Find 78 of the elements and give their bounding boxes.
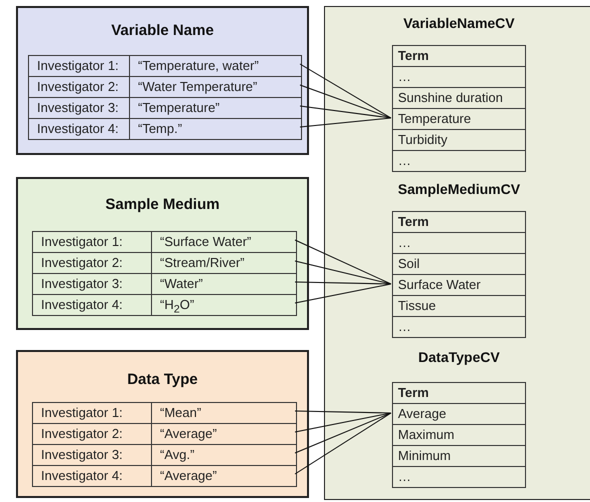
mapping-panel: [16, 350, 309, 498]
term-value: “Avg.”: [159, 446, 196, 464]
term-row: …: [392, 466, 526, 488]
term-value: “Average”: [159, 467, 218, 485]
investigator-label: Investigator 3:: [29, 98, 130, 118]
mapping-row: [32, 465, 297, 487]
term-value: “Stream/River”: [159, 254, 246, 272]
term-row: Average: [392, 403, 526, 425]
investigator-label: Investigator 1:: [33, 232, 152, 252]
mapping-line: [294, 412, 392, 432]
mapping-row: [32, 444, 297, 466]
investigator-label: Investigator 2:: [33, 424, 152, 444]
term-row: Maximum: [392, 424, 526, 446]
term-row: Term: [392, 382, 526, 404]
term-row: Term: [392, 211, 526, 233]
mapping-row: [32, 402, 297, 424]
mapping-line: [300, 64, 392, 118]
mapping-line: [294, 410, 392, 414]
panel-title: Sample Medium: [104, 196, 221, 213]
mapping-line: [294, 282, 392, 284]
mapping-line: [294, 412, 392, 474]
vocabulary-panel: [324, 6, 590, 500]
mapping-line: [294, 260, 392, 284]
investigator-label: Investigator 1:: [33, 403, 152, 423]
term-value: “Temp.”: [137, 120, 184, 138]
investigator-label: Investigator 4:: [29, 119, 130, 139]
term-value: “Water”: [159, 275, 204, 293]
mapping-line: [294, 240, 392, 284]
mapping-row: [32, 294, 297, 316]
term-row: Turbidity: [392, 129, 526, 151]
mapping-row: [28, 76, 302, 98]
term-value: “H$_{2}$O”: [159, 296, 196, 315]
term-row: …: [392, 150, 526, 172]
term-row: Surface Water: [392, 274, 526, 296]
term-value: “Average”: [159, 425, 218, 443]
mapping-row: [32, 273, 297, 295]
mapping-row: [32, 252, 297, 274]
mapping-row: [28, 118, 302, 140]
mapping-line: [300, 84, 392, 118]
term-value: “Temperature”: [137, 99, 221, 117]
term-row: Tissue: [392, 295, 526, 317]
investigator-label: Investigator 3:: [33, 274, 152, 294]
investigator-label: Investigator 2:: [33, 253, 152, 273]
term-row: Temperature: [392, 108, 526, 130]
table-title: DataTypeCV: [417, 349, 501, 365]
vocabulary-table: [392, 181, 526, 338]
mapping-row: [28, 55, 302, 77]
investigator-label: Investigator 4:: [33, 295, 152, 315]
mapping-panel: [16, 177, 309, 330]
term-value: “Surface Water”: [159, 233, 252, 251]
panel-title: Variable Name: [110, 22, 215, 39]
investigator-label: Investigator 3:: [33, 445, 152, 465]
term-value: “Water Temperature”: [137, 78, 258, 96]
investigator-label: Investigator 4:: [33, 466, 152, 486]
term-row: Soil: [392, 253, 526, 275]
mapping-line: [300, 118, 392, 128]
mapping-panel: [16, 6, 309, 155]
vocabulary-table: [392, 349, 526, 488]
mapping-line: [300, 106, 392, 118]
term-row: …: [392, 232, 526, 254]
term-row: …: [392, 316, 526, 338]
mapping-line: [294, 412, 392, 454]
panel-title: Data Type: [126, 371, 199, 388]
mapping-row: [32, 231, 297, 253]
mapping-row: [32, 423, 297, 445]
term-value: “Mean”: [159, 404, 202, 422]
investigator-label: Investigator 2:: [29, 77, 130, 97]
term-value: “Temperature, water”: [137, 57, 260, 75]
vocabulary-table: [392, 15, 526, 172]
investigator-label: Investigator 1:: [29, 56, 130, 76]
mapping-row: [28, 97, 302, 119]
table-title: VariableNameCV: [402, 15, 516, 31]
term-row: …: [392, 66, 526, 88]
term-row: Sunshine duration: [392, 87, 526, 109]
term-row: Term: [392, 45, 526, 67]
term-row: Minimum: [392, 445, 526, 467]
mapping-line: [294, 284, 392, 304]
table-title: SampleMediumCV: [396, 181, 522, 197]
